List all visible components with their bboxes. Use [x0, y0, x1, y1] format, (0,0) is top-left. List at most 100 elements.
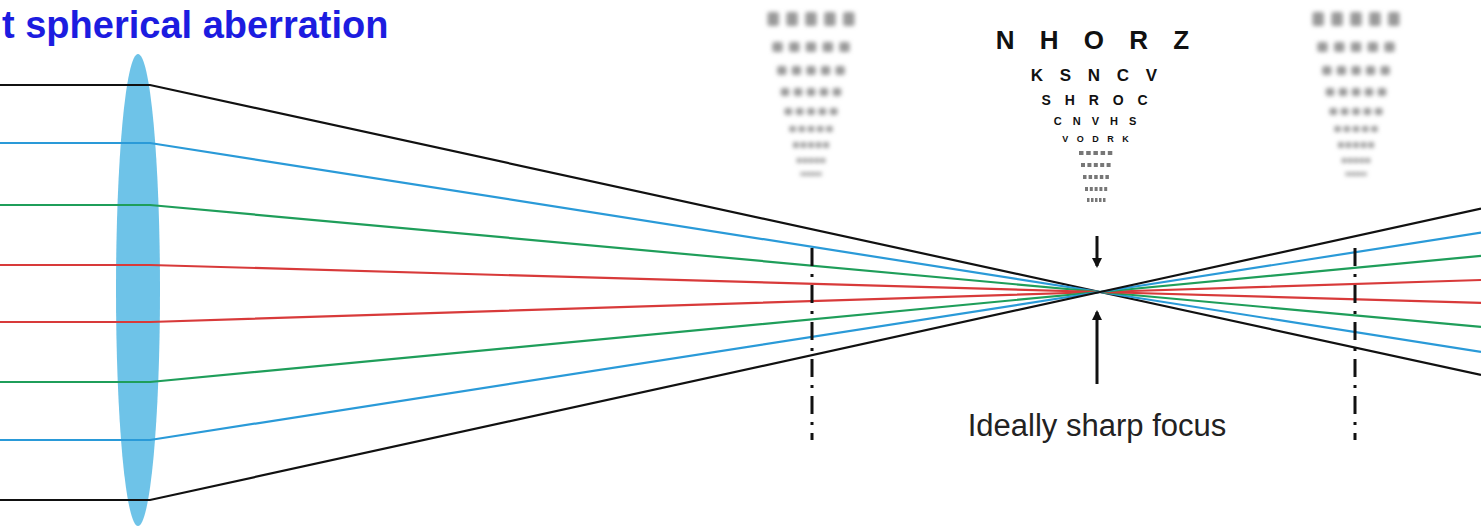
chart-row: V O D R K — [1062, 135, 1132, 144]
blurred-letter — [1350, 172, 1354, 176]
blurred-letter — [1353, 142, 1359, 148]
blurred-letter — [794, 88, 803, 96]
title: t spherical aberration — [2, 6, 388, 44]
blurred-letter — [1354, 172, 1358, 176]
tiny-letter — [1083, 175, 1087, 179]
blurred-letter — [818, 172, 822, 176]
blurred-letter — [1351, 66, 1360, 75]
blurred-letter — [1363, 172, 1367, 176]
tiny-letter — [1100, 175, 1104, 179]
blurred-letter — [1339, 88, 1348, 96]
blurred-letter — [807, 88, 816, 96]
blurred-letter — [805, 172, 809, 176]
blurred-letter — [1331, 12, 1342, 26]
blurred-letter — [803, 158, 808, 163]
blurred-letter — [809, 158, 814, 163]
tiny-letter — [1099, 187, 1102, 191]
blurred-letter — [817, 126, 824, 132]
blurred-letter — [833, 88, 842, 96]
blurred-letter — [1368, 42, 1378, 52]
blurred-letter — [1381, 66, 1390, 75]
tiny-letter — [1095, 198, 1098, 202]
tiny-letter — [1095, 187, 1098, 191]
blurred-letter — [793, 142, 799, 148]
blurred-letter — [1342, 158, 1347, 163]
focus-arrow — [1096, 312, 1099, 384]
blurred-letter — [820, 158, 825, 163]
blurred-letter — [799, 126, 806, 132]
blurred-letter — [1384, 42, 1394, 52]
chart-row: C N V H S — [1054, 116, 1141, 127]
tiny-letter — [1089, 175, 1093, 179]
blurred-letter — [819, 108, 827, 115]
blurred-letter — [797, 158, 802, 163]
blurred-letter — [830, 108, 838, 115]
blurred-letter — [796, 108, 804, 115]
blurred-letter — [824, 12, 835, 26]
tiny-letter — [1094, 163, 1098, 167]
tiny-letter — [1081, 163, 1085, 167]
tiny-letter — [1104, 187, 1107, 191]
chart-row: K S N C V — [1031, 67, 1163, 84]
blurred-letter — [823, 42, 833, 52]
tiny-letter — [1094, 175, 1098, 179]
light-ray — [0, 205, 1481, 327]
blurred-letter — [800, 172, 804, 176]
blurred-letter — [806, 66, 815, 75]
blurred-letter — [820, 88, 829, 96]
light-ray — [0, 85, 1481, 375]
tiny-letter — [1085, 187, 1088, 191]
blurred-letter — [1388, 12, 1399, 26]
focus-arrow — [1096, 236, 1099, 266]
blurred-letter — [1360, 158, 1365, 163]
blurred-letter — [801, 142, 807, 148]
blurred-letter — [1348, 158, 1353, 163]
blurred-letter — [789, 42, 799, 52]
blurred-letter — [1345, 172, 1349, 176]
blurred-letter — [768, 12, 779, 26]
blurred-letter — [1361, 142, 1367, 148]
light-ray — [0, 256, 1481, 382]
tiny-letter — [1101, 151, 1106, 155]
light-rays — [0, 85, 1481, 500]
blurred-chart — [768, 12, 1400, 176]
tiny-letter — [1091, 198, 1094, 202]
blurred-letter — [1365, 158, 1370, 163]
blurred-letter — [786, 12, 797, 26]
blurred-letter — [792, 66, 801, 75]
blurred-letter — [781, 88, 790, 96]
blurred-letter — [1365, 88, 1374, 96]
tiny-letter — [1087, 198, 1090, 202]
light-ray — [0, 233, 1481, 440]
chart-small-rows — [1079, 151, 1112, 202]
blurred-letter — [1341, 108, 1349, 115]
blurred-letter — [1353, 126, 1360, 132]
blurred-letter — [816, 142, 822, 148]
blurred-letter — [772, 42, 782, 52]
blurred-letter — [1337, 66, 1346, 75]
blurred-letter — [826, 126, 833, 132]
blurred-letter — [789, 126, 796, 132]
blurred-letter — [1334, 126, 1341, 132]
blurred-letter — [807, 108, 815, 115]
blurred-letter — [821, 66, 830, 75]
blurred-letter — [843, 12, 854, 26]
blurred-letter — [1330, 108, 1338, 115]
blurred-letter — [1317, 42, 1327, 52]
blurred-letter — [1352, 108, 1360, 115]
light-ray — [0, 143, 1481, 352]
blurred-letter — [785, 108, 793, 115]
blurred-letter — [1358, 172, 1362, 176]
light-ray — [0, 265, 1481, 303]
tiny-letter — [1103, 198, 1106, 202]
chart-row: N H O R Z — [996, 27, 1198, 53]
tiny-letter — [1100, 163, 1104, 167]
blurred-letter — [805, 12, 816, 26]
blurred-letter — [1313, 12, 1324, 26]
blurred-letter — [1378, 88, 1387, 96]
blurred-letter — [1362, 126, 1369, 132]
blurred-letter — [1344, 126, 1351, 132]
blurred-letter — [808, 126, 815, 132]
blurred-letter — [1338, 142, 1344, 148]
